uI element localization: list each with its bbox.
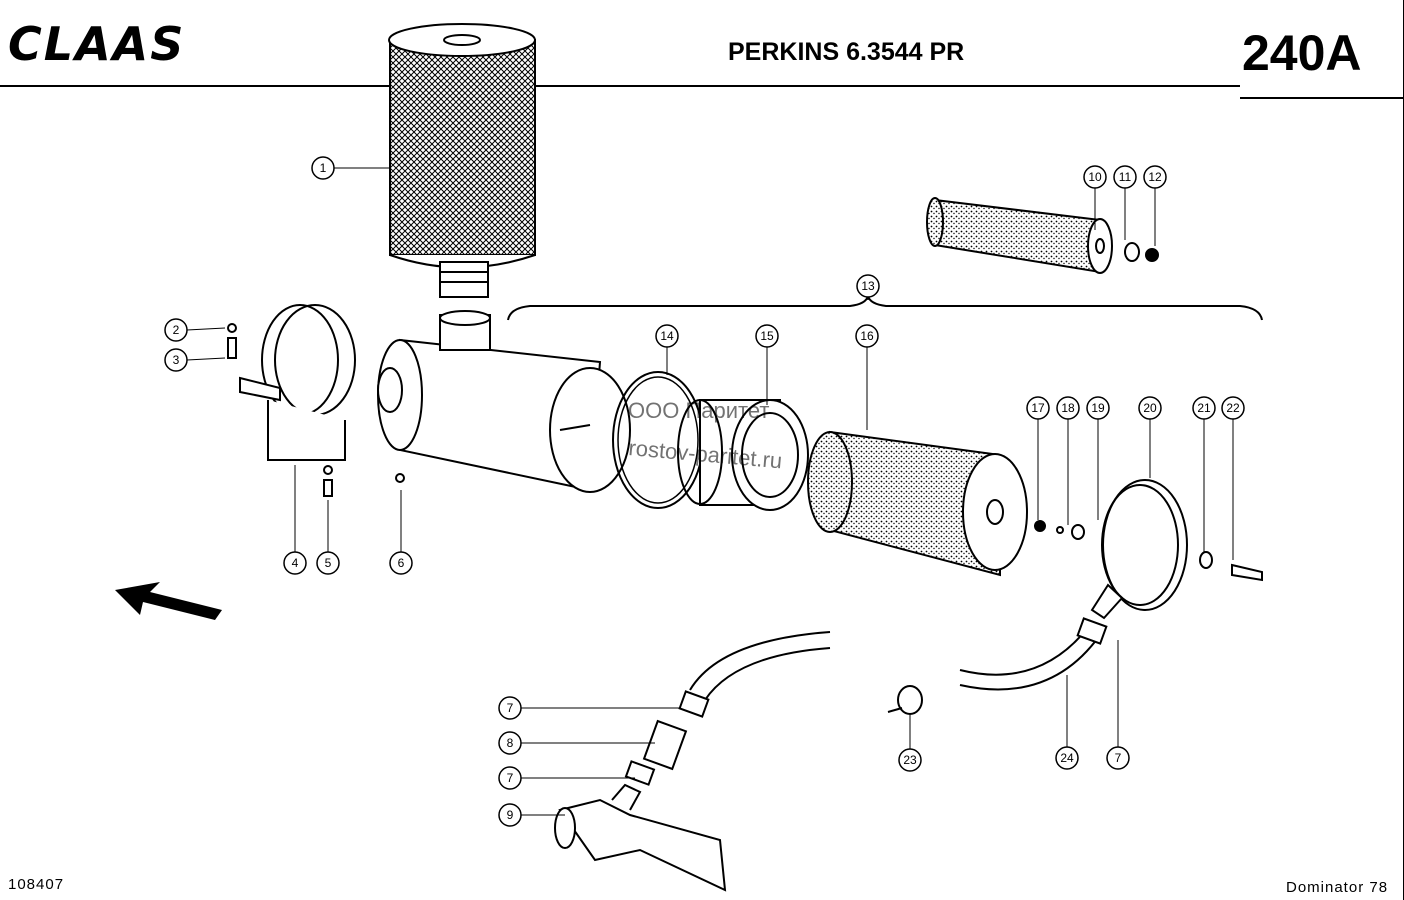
callout-circle	[164, 348, 188, 372]
callout-number: 6	[398, 556, 405, 570]
part-safety-element	[926, 197, 1159, 274]
callout-circle	[1056, 396, 1080, 420]
callout-number: 8	[507, 736, 514, 750]
callout-circle	[898, 748, 922, 772]
callout-number: 16	[860, 329, 874, 343]
part-ejector	[554, 719, 727, 892]
callout-circle	[1192, 396, 1216, 420]
group-brace	[507, 295, 1263, 321]
callout-circle	[1026, 396, 1050, 420]
watermark-company: ООО Паритет	[628, 398, 769, 423]
callout-circle	[1106, 746, 1130, 770]
callout-number: 1	[320, 161, 327, 175]
callout-number: 22	[1226, 401, 1240, 415]
part-hose	[678, 617, 1108, 718]
page-code: 240A	[1242, 25, 1362, 81]
callout-number: 7	[507, 771, 514, 785]
part-precleaner	[388, 23, 536, 298]
callout-number: 11	[1119, 170, 1132, 184]
callout-circle	[1143, 165, 1167, 189]
callout-number: 15	[760, 329, 774, 343]
callout-circle	[498, 696, 522, 720]
callout-number: 9	[507, 808, 514, 822]
callout-circle	[1083, 165, 1107, 189]
callout-circle	[655, 324, 679, 348]
drawing-number: 108407	[8, 876, 64, 893]
callout-circle	[283, 551, 307, 575]
callout-number: 7	[1115, 751, 1122, 765]
callout-circle	[311, 156, 335, 180]
part-main-element	[807, 430, 1028, 577]
callout-leader	[186, 357, 226, 361]
callout-number: 17	[1031, 401, 1045, 415]
callout-circle	[1055, 746, 1079, 770]
part-hose-clip	[887, 685, 923, 715]
part-filter-housing	[377, 310, 631, 493]
callout-number: 5	[325, 556, 332, 570]
callout-circle	[755, 324, 779, 348]
footer: 108407 Dominator 78	[8, 876, 1388, 896]
brand-logo: CLAAS	[8, 17, 185, 71]
callout-circle	[1221, 396, 1245, 420]
callout-number: 14	[660, 329, 674, 343]
callout-number: 3	[173, 353, 180, 367]
callout-circle	[1086, 396, 1110, 420]
callout-circle	[164, 318, 188, 342]
part-clamp-bracket	[227, 304, 405, 497]
part-gasket-inner	[617, 376, 699, 504]
callout-number: 23	[903, 753, 917, 767]
callout-number: 13	[861, 279, 875, 293]
callout-circle	[498, 803, 522, 827]
callout-number: 12	[1148, 170, 1162, 184]
callout-number: 24	[1060, 751, 1074, 765]
direction-arrow	[115, 582, 222, 620]
page-title: PERKINS 6.3544 PR	[728, 38, 964, 66]
callout-number: 20	[1143, 401, 1157, 415]
callout-number: 21	[1197, 401, 1211, 415]
callout-circle	[1138, 396, 1162, 420]
part-end-cover	[1034, 479, 1263, 620]
callout-circle	[389, 551, 413, 575]
callout-number: 19	[1091, 401, 1105, 415]
part-vane-baffle	[677, 399, 809, 511]
callout-circle	[316, 551, 340, 575]
callout-circle	[498, 766, 522, 790]
callout-circle	[856, 274, 880, 298]
callout-leader	[186, 327, 226, 331]
callout-circle	[855, 324, 879, 348]
callout-number: 4	[292, 556, 299, 570]
callout-number: 18	[1061, 401, 1075, 415]
callout-number: 7	[507, 701, 514, 715]
callout-number: 2	[173, 323, 180, 337]
callout-circle	[498, 731, 522, 755]
callout-number: 10	[1088, 170, 1102, 184]
model-label: Dominator 78	[1286, 879, 1388, 896]
callout-circle	[1113, 165, 1137, 189]
